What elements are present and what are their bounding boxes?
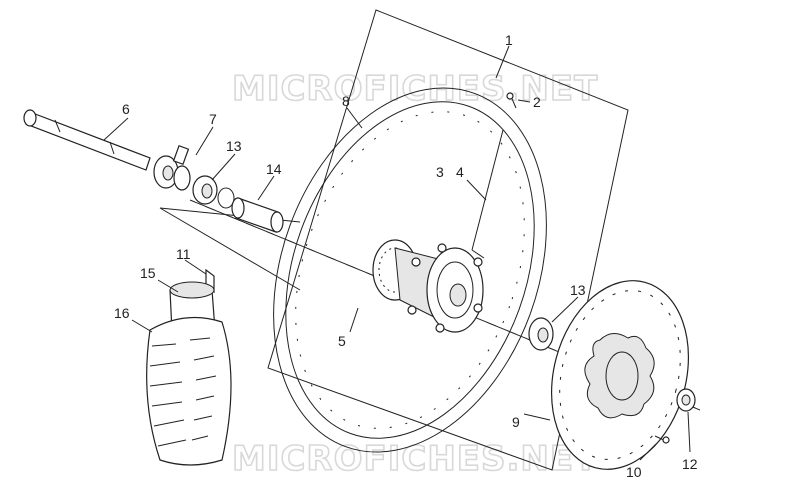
label-part-3: 3 — [436, 164, 444, 180]
label-part-16: 16 — [114, 305, 130, 321]
tyre — [146, 316, 232, 466]
disc-bolt — [654, 435, 670, 444]
watermark-top: MICROFICHES.NET — [232, 69, 598, 109]
label-part-1: 1 — [505, 32, 513, 48]
label-part-15: 15 — [140, 265, 156, 281]
assembly-outline — [267, 9, 629, 471]
label-part-10: 10 — [626, 464, 642, 480]
leader-lines — [103, 45, 691, 461]
label-part-7: 7 — [209, 111, 217, 127]
label-part-14: 14 — [266, 161, 282, 177]
axle — [23, 109, 151, 171]
spoke-nipple — [506, 92, 517, 109]
label-part-12: 12 — [682, 456, 698, 472]
hub — [372, 239, 484, 333]
label-part-13-right: 13 — [570, 282, 586, 298]
label-part-6: 6 — [122, 101, 130, 117]
label-part-4: 4 — [456, 164, 464, 180]
label-part-11: 11 — [176, 246, 191, 262]
label-part-13-left: 13 — [226, 138, 242, 154]
bearing-right — [528, 317, 554, 351]
spacer-right — [676, 388, 696, 412]
label-part-2: 2 — [533, 94, 541, 110]
spacer — [231, 197, 284, 233]
bearing-left — [192, 175, 235, 209]
rim — [273, 87, 547, 453]
label-part-8: 8 — [342, 93, 350, 109]
label-part-9: 9 — [512, 414, 520, 430]
brake-disc — [550, 280, 690, 470]
spoke — [471, 129, 504, 259]
speedometer-drive — [153, 145, 191, 191]
label-part-5: 5 — [338, 333, 346, 349]
